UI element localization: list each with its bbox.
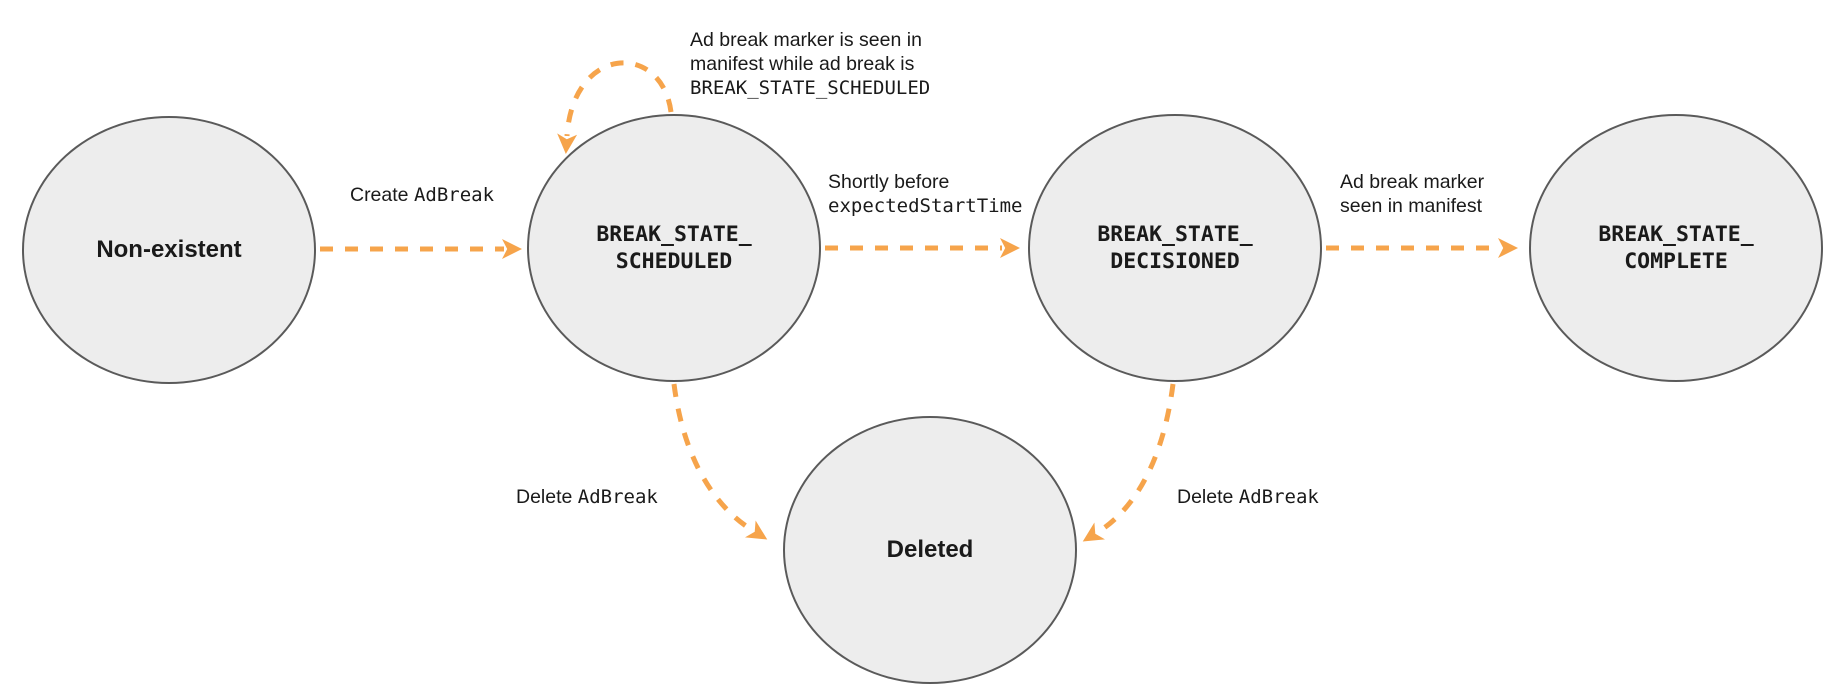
state-label: BREAK_STATE_ COMPLETE xyxy=(1598,221,1753,275)
label-code: BREAK_STATE_SCHEDULED xyxy=(690,77,931,99)
label-delete-adbreak-right: Delete AdBreak xyxy=(1177,485,1319,509)
state-label-line2: COMPLETE xyxy=(1624,249,1728,274)
state-non-existent: Non-existent xyxy=(22,116,316,384)
label-code: AdBreak xyxy=(1238,486,1319,508)
state-break-state-decisioned: BREAK_STATE_ DECISIONED xyxy=(1028,114,1322,382)
state-label-line1: BREAK_STATE_ xyxy=(1598,222,1754,247)
label-line2: seen in manifest xyxy=(1340,195,1482,217)
label-text: Delete xyxy=(516,486,578,508)
state-break-state-scheduled: BREAK_STATE_ SCHEDULED xyxy=(527,114,821,382)
edge-scheduled-to-deleted xyxy=(671,383,768,540)
label-code: AdBreak xyxy=(577,486,658,508)
label-line1: Ad break marker xyxy=(1340,171,1485,193)
label-text: Delete xyxy=(1177,486,1239,508)
edge-scheduled-self-loop xyxy=(557,60,674,154)
edge-decisioned-to-deleted xyxy=(1082,383,1176,542)
state-label-line1: BREAK_STATE_ xyxy=(1097,222,1253,247)
label-line1: Shortly before xyxy=(828,171,950,193)
state-deleted: Deleted xyxy=(783,416,1077,684)
label-shortly-before: Shortly before expectedStartTime xyxy=(828,170,1022,218)
state-label: Non-existent xyxy=(96,236,242,263)
label-code: AdBreak xyxy=(413,184,495,206)
label-delete-adbreak-left: Delete AdBreak xyxy=(516,485,658,509)
label-line1: Ad break marker is seen in xyxy=(690,29,922,51)
label-text: Create xyxy=(349,184,414,206)
state-label: BREAK_STATE_ SCHEDULED xyxy=(596,221,751,275)
label-self-loop: Ad break marker is seen in manifest whil… xyxy=(690,28,930,100)
label-code: expectedStartTime xyxy=(828,195,1023,217)
state-label: BREAK_STATE_ DECISIONED xyxy=(1097,221,1252,275)
state-label-line1: BREAK_STATE_ xyxy=(596,222,752,247)
label-create-adbreak: Create AdBreak xyxy=(320,183,524,207)
state-label-line2: DECISIONED xyxy=(1110,249,1240,274)
label-line2: manifest while ad break is xyxy=(690,53,915,75)
state-label-line2: SCHEDULED xyxy=(615,249,733,274)
label-marker-seen: Ad break marker seen in manifest xyxy=(1340,170,1484,218)
state-label: Deleted xyxy=(886,536,974,563)
state-break-state-complete: BREAK_STATE_ COMPLETE xyxy=(1529,114,1823,382)
